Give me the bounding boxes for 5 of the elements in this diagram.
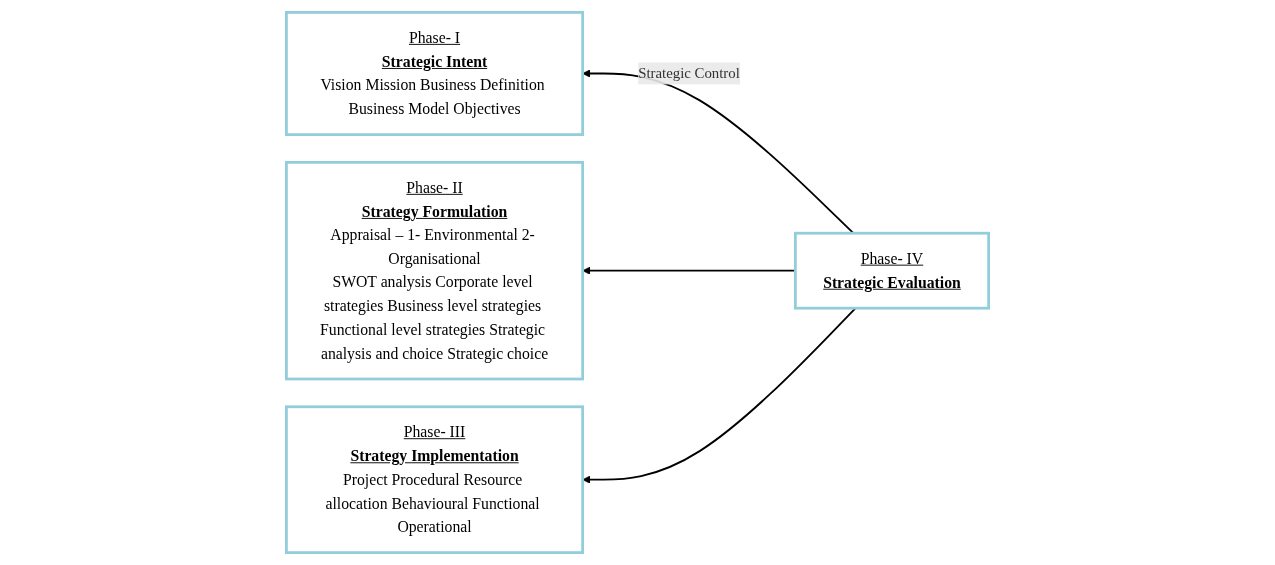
node-box: Phase- IV Strategic Evaluation	[793, 231, 990, 310]
node-box: Phase- II Strategy Formulation Appraisal – 1- Environmental 2- Organisational SWOT analysis Corporate level strategies Business level strategies Functional level strategies Strategic analysis and choice Strategic choice	[285, 161, 584, 381]
edge-label: Strategic Control	[638, 65, 740, 81]
node-box: Phase- I Strategic Intent Vision Mission Business Definition Business Model Objectives	[285, 11, 584, 136]
node-box: Phase- III Strategy Implementation Project Procedural Resource allocation Behavioural Functional Operational	[285, 405, 584, 554]
